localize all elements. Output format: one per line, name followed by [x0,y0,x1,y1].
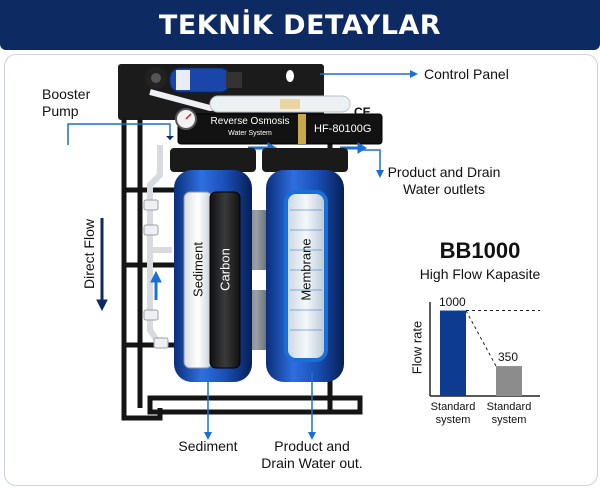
bar-standard-system-2 [496,366,522,396]
value-label-350: 350 [498,350,519,365]
hang-hole [286,70,294,82]
booster-pump [145,67,242,93]
tube-fittings [143,199,169,349]
label-sediment-filter: Sediment [190,242,206,297]
leader-lines [67,73,410,432]
flow-rate-chart [429,302,540,397]
ce-mark: CE [354,105,371,119]
bar-standard-system-1 [440,310,466,396]
model-number: HF-80100G [314,123,372,135]
panel-text-1: Reverse Osmosis [210,116,290,127]
device-brand-text: Reverse Osmosis Water System [200,116,300,139]
label-membrane-filter: Membrane [298,238,314,301]
content-frame [4,54,598,486]
product-title: BB1000 [439,238,521,263]
product-subtitle: High Flow Kapasite [419,266,541,282]
value-label-1000: 1000 [439,294,466,309]
membrane-pleats [290,209,322,331]
label-sediment-out: Sediment [178,438,238,454]
label-control-panel: Control Panel [424,66,509,82]
filter-head-left [170,148,256,172]
membrane-cartridge [284,190,328,362]
carbon-cartridge [209,191,241,369]
chart-y-label: Flow rate [409,320,425,375]
page-title: TEKNİK DETAYLAR [158,9,442,41]
header-banner: TEKNİK DETAYLAR [0,0,600,50]
label-carbon-filter: Carbon [217,248,233,291]
label-direct-flow: Direct Flow [81,219,97,290]
side-tubing [147,145,172,347]
control-panel-bar [177,113,383,145]
filter-head-right [262,148,348,172]
chart-comparison-line [465,310,540,367]
panel-text-2: Water System [228,130,272,137]
